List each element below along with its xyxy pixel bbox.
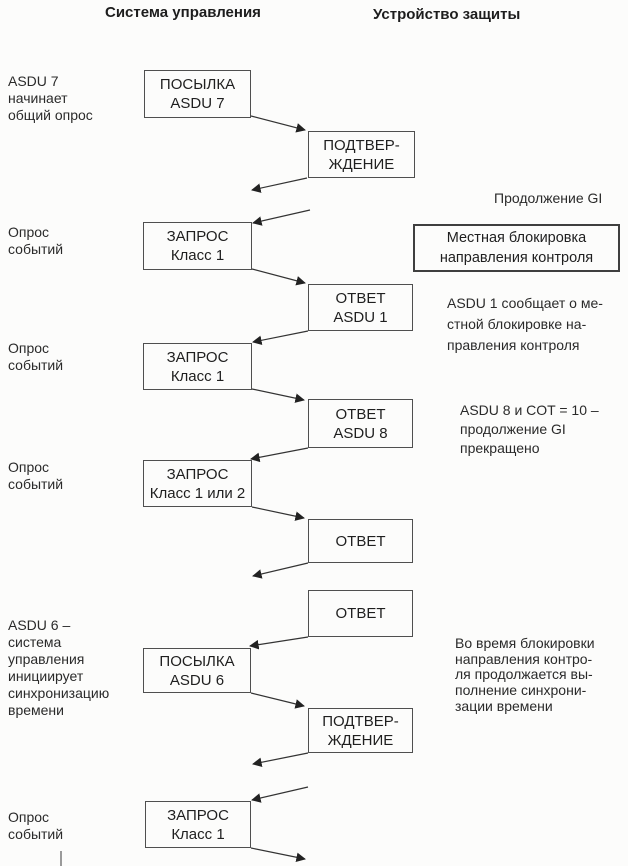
flow-box-request-class1-2: ЗАПРОС Класс 1 (143, 343, 252, 390)
local-blocking-box: Местная блокировка направления контроля (413, 224, 620, 272)
flow-box-confirmation-2: ПОДТВЕР- ЖДЕНИЕ (308, 708, 413, 753)
column-header-control-system: Система управления (105, 4, 261, 21)
flow-box-reply-asdu1: ОТВЕТ ASDU 1 (308, 284, 413, 331)
flow-box-send-asdu6: ПОСЫЛКА ASDU 6 (143, 648, 251, 693)
side-note-event-poll-3: Опрос событий (8, 459, 64, 492)
side-note-event-poll-2: Опрос событий (8, 340, 64, 373)
flow-box-request-class1-3: ЗАПРОС Класс 1 (145, 801, 251, 848)
side-note-event-poll-1: Опрос событий (8, 224, 64, 257)
note-asdu8-gi-stopped: ASDU 8 и COT = 10 – продолжение GI прекр… (460, 402, 599, 456)
column-header-protection-device: Устройство защиты (373, 6, 521, 23)
flow-box-send-asdu7: ПОСЫЛКА ASDU 7 (144, 70, 251, 118)
side-note-event-poll-4: Опрос событий (8, 809, 64, 842)
flow-box-confirmation-1: ПОДТВЕР- ЖДЕНИЕ (308, 131, 415, 178)
flow-box-reply-1: ОТВЕТ (308, 519, 413, 563)
side-note-asdu7-general-interrogation: ASDU 7 начинает общий опрос (8, 73, 93, 123)
scan-edge-mark (60, 851, 62, 866)
flow-box-reply-2: ОТВЕТ (308, 590, 413, 637)
note-time-sync-during-blocking: Во время блокировки направления контро- … (455, 635, 595, 714)
gi-continuation-label: Продолжение GI (494, 190, 603, 206)
note-asdu1-local-blocking: ASDU 1 сообщает о ме- стной блокировке н… (447, 295, 603, 353)
side-note-asdu6-time-sync: ASDU 6 – система управления инициирует с… (8, 617, 110, 718)
flow-box-request-class1or2: ЗАПРОС Класс 1 или 2 (143, 460, 252, 507)
flow-box-request-class1-1: ЗАПРОС Класс 1 (143, 222, 252, 270)
flow-box-reply-asdu8: ОТВЕТ ASDU 8 (308, 399, 413, 448)
